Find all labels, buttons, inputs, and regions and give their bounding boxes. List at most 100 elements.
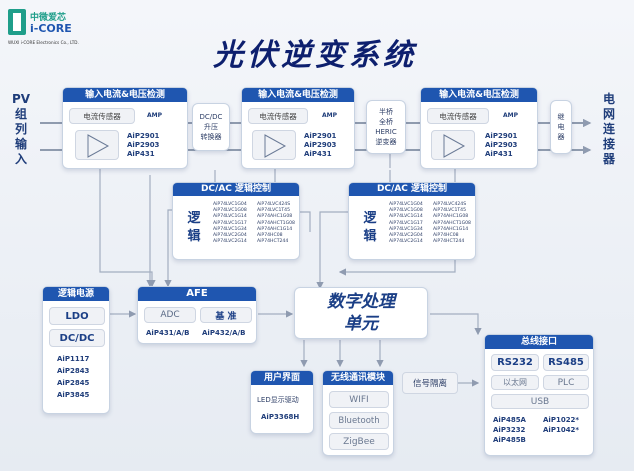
pv-label-char: PV xyxy=(11,92,31,106)
relay-char: 电 xyxy=(557,123,565,131)
dcac-header: DC/AC 逻辑控制 xyxy=(173,183,299,196)
chip-model: AiP2903 xyxy=(485,141,518,149)
grid-label-char: 网 xyxy=(602,107,615,121)
chip-model: AiP2903 xyxy=(127,141,160,149)
chip-model: AiP74LVC1G04 xyxy=(213,202,247,207)
usb-box: USB xyxy=(491,394,589,409)
chip-model: AiP74LVC1G04 xyxy=(389,202,423,207)
grid-label-char: 电 xyxy=(602,92,615,106)
relay-block: 继 电 器 xyxy=(550,100,572,154)
relay-char: 器 xyxy=(557,133,565,141)
chip-model: AiP74LVC1G08 xyxy=(389,208,423,214)
chip-model: AiP2843 xyxy=(57,367,90,375)
plc-box: PLC xyxy=(543,375,589,390)
chip-model: AiP3232 xyxy=(493,426,526,434)
dcdc-boost-converter: DC/DC 升压 转换器 xyxy=(192,103,230,151)
detect-chip-list: AiP2901 AiP2903 AiP431 xyxy=(127,132,159,159)
chip-model: AiP1042* xyxy=(543,426,580,434)
pv-label-char: 输 xyxy=(14,137,27,151)
chip-model: AiP2845 xyxy=(57,379,90,387)
dcac-header: DC/AC 逻辑控制 xyxy=(349,183,475,196)
dcac-logic-block-1: DC/AC 逻辑控制 逻 辑 AiP74LVC1G04 AiP74LVC1G08… xyxy=(172,182,300,260)
adc-chip: AiP431/A/B xyxy=(146,329,190,337)
amplifier-symbol xyxy=(431,130,475,160)
amplifier-icon xyxy=(87,134,110,158)
chip-model: AiP2903 xyxy=(304,141,337,149)
logic-power-block: 逻辑电源 LDO DC/DC AiP1117 AiP2843 AiP2845 A… xyxy=(42,286,110,414)
amp-label: AMP xyxy=(322,112,338,119)
chip-model: AiP74LVC1T45 xyxy=(257,208,291,214)
page-title: 光伏逆变系统 xyxy=(213,38,417,73)
detect-block-header: 输入电流&电压检测 xyxy=(242,88,354,102)
chip-model: AiP74AHCT1G08 xyxy=(433,220,471,226)
bus-chips-left: AiP485A AiP3232 AiP485B xyxy=(493,415,526,445)
dcac-chip-col2: AiP74LVC424S AiP74LVC1T45 AiP74AHC1G08 A… xyxy=(433,202,471,245)
heric-line: 半桥 xyxy=(379,108,393,116)
chip-model: AiP74HCT244 xyxy=(257,239,289,245)
ref-chip: AiP432/A/B xyxy=(202,329,246,337)
dcdc-line: 升压 xyxy=(204,123,218,131)
chip-model: AiP2901 xyxy=(127,132,160,140)
amplifier-symbol xyxy=(75,130,119,160)
detect-chip-list: AiP2901 AiP2903 AiP431 xyxy=(304,132,336,159)
pv-label-char: 列 xyxy=(14,122,27,136)
chip-model: AiP74LVC424S xyxy=(433,202,467,207)
logic-char: 逻 xyxy=(187,211,201,226)
wifi-box: WIFI xyxy=(329,391,389,408)
logo-brand-cn: 中微爱芯 xyxy=(30,13,67,23)
reference-box: 基 准 xyxy=(200,307,252,323)
bus-chips-right: AiP1022* AiP1042* xyxy=(543,415,579,435)
detect-block-3: 输入电流&电压检测 电流传感器 AMP AiP2901 AiP2903 AiP4… xyxy=(420,87,538,169)
ui-chip: AiP3368H xyxy=(261,413,300,421)
grid-label-char: 连 xyxy=(602,122,615,136)
dcac-logic-block-2: DC/AC 逻辑控制 逻 辑 AiP74LVC1G04 AiP74LVC1G08… xyxy=(348,182,476,260)
logic-char: 辑 xyxy=(363,229,377,244)
chip-model: AiP74LVC424S xyxy=(257,202,291,207)
zigbee-box: ZigBee xyxy=(329,433,389,450)
bluetooth-box: Bluetooth xyxy=(329,412,389,429)
dcac-chip-col2: AiP74LVC424S AiP74LVC1T45 AiP74AHC1G08 A… xyxy=(257,202,295,245)
chip-model: AiP74LVC1G34 xyxy=(389,226,423,232)
chip-model: AiP74AHC1G14 xyxy=(257,226,293,232)
chip-model: AiP2901 xyxy=(304,132,337,140)
chip-model: AiP3845 xyxy=(57,391,90,399)
led-driver-label: LED显示驱动 xyxy=(257,396,299,404)
heric-line: HERIC xyxy=(375,128,397,136)
logic-char: 辑 xyxy=(187,229,201,244)
chip-model: AiP485A xyxy=(493,416,526,424)
logic-label: 逻 辑 xyxy=(179,203,209,253)
amplifier-symbol xyxy=(252,130,296,160)
amplifier-icon xyxy=(443,134,466,158)
chip-model: AiP74LVC2G14 xyxy=(389,239,423,245)
dsp-line: 数字处理 xyxy=(327,292,395,312)
chip-model: AiP74LVC1G08 xyxy=(213,208,247,214)
current-sensor: 电流传感器 xyxy=(427,108,489,124)
chip-model: AiP431 xyxy=(304,150,332,158)
grid-label-char: 接 xyxy=(602,137,615,151)
amp-label: AMP xyxy=(147,112,163,119)
logo-mark-inner-icon xyxy=(13,13,21,31)
chip-model: AiP74HC08 xyxy=(257,233,283,239)
chip-model: AiP74HCT244 xyxy=(433,239,465,245)
logo-brand-en: i-CORE xyxy=(30,22,72,35)
bus-interface-block: 总线接口 RS232 RS485 以太网 PLC USB AiP485A AiP… xyxy=(484,334,594,456)
company-logo: 中微爱芯 i-CORE WUXI i-CORE Electronics Co.,… xyxy=(8,9,92,57)
afe-header: AFE xyxy=(138,287,256,301)
amplifier-icon xyxy=(264,134,287,158)
rs485-box: RS485 xyxy=(543,354,589,371)
adc-box: ADC xyxy=(144,307,196,323)
detect-block-header: 输入电流&电压检测 xyxy=(63,88,187,102)
wireless-header: 无线通讯模块 xyxy=(323,371,393,385)
chip-model: AiP1022* xyxy=(543,416,580,424)
chip-model: AiP74HC08 xyxy=(433,233,459,239)
pv-label-char: 入 xyxy=(14,152,27,166)
chip-model: AiP74LVC1G34 xyxy=(213,226,247,232)
detect-block-1: 输入电流&电压检测 电流传感器 AMP AiP2901 AiP2903 AiP4… xyxy=(62,87,188,169)
dsp-line: 单元 xyxy=(344,314,378,334)
chip-model: AiP74LVC2G04 xyxy=(389,233,423,239)
chip-model: AiP74LVC1G17 xyxy=(389,220,423,226)
dcdc-line: 转换器 xyxy=(200,133,222,141)
detect-chip-list: AiP2901 AiP2903 AiP431 xyxy=(485,132,517,159)
logic-char: 逻 xyxy=(363,211,377,226)
digital-processing-unit: 数字处理 单元 xyxy=(294,287,428,339)
